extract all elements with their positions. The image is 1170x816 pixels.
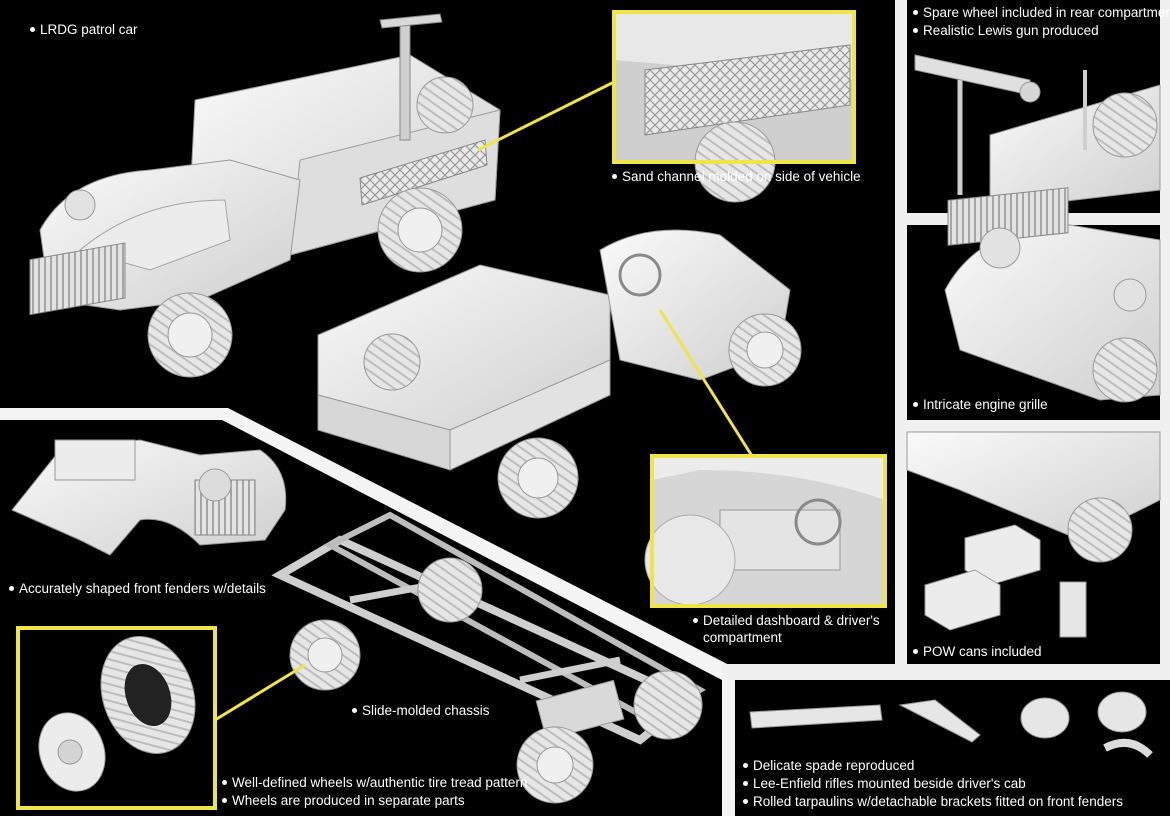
wheels-detail xyxy=(38,636,196,792)
engine-grille-panel xyxy=(944,187,1161,403)
caption-patrol-car: LRDG patrol car xyxy=(30,21,138,38)
pow-cans-panel xyxy=(906,431,1161,638)
caption-engine-grille: Intricate engine grille xyxy=(913,396,1048,413)
callout-line-dashboard xyxy=(658,309,754,457)
callout-line-wheels xyxy=(214,663,306,722)
caption-sand-channel: Sand channel molded on side of vehicle xyxy=(612,168,861,185)
sand-channel-detail xyxy=(614,12,854,203)
panel-gutter-right xyxy=(895,0,907,672)
panel-gutter-edge xyxy=(1160,0,1170,680)
callout-box-wheels xyxy=(16,626,217,810)
caption-rifles: Lee-Enfield rifles mounted beside driver… xyxy=(743,775,1026,792)
lewis-gun-panel xyxy=(914,54,1161,211)
divider-band-vertical xyxy=(722,680,735,816)
caption-pow-cans: POW cans included xyxy=(913,643,1042,660)
caption-lewis-gun: Realistic Lewis gun produced xyxy=(913,22,1099,39)
panel-gutter-bottom xyxy=(722,664,1170,680)
callout-line-sand-channel xyxy=(477,80,615,152)
callout-box-dashboard xyxy=(650,454,887,608)
caption-spare-wheel: Spare wheel included in rear compartment xyxy=(913,4,1170,21)
accessories-panel xyxy=(735,680,1170,816)
caption-spade: Delicate spade reproduced xyxy=(743,757,914,774)
caption-dashboard: Detailed dashboard & driver's compartmen… xyxy=(693,612,880,646)
open-top-vehicle-model xyxy=(317,229,802,519)
front-fenders-part xyxy=(11,439,287,556)
accessories-parts xyxy=(749,691,1153,758)
caption-wheels-tread: Well-defined wheels w/authentic tire tre… xyxy=(222,774,527,791)
patrol-car-model xyxy=(29,13,501,378)
sand-channel xyxy=(359,139,488,206)
panel-gutter-2 xyxy=(895,420,1170,432)
caption-tarpaulins: Rolled tarpaulins w/detachable brackets … xyxy=(743,793,1123,810)
caption-wheels-separate: Wheels are produced in separate parts xyxy=(222,792,465,809)
callout-box-sand-channel xyxy=(612,10,856,164)
dashboard-detail xyxy=(644,456,885,606)
chassis-part xyxy=(271,511,706,804)
caption-front-fenders: Accurately shaped front fenders w/detail… xyxy=(9,580,266,597)
caption-chassis: Slide-molded chassis xyxy=(352,702,490,719)
